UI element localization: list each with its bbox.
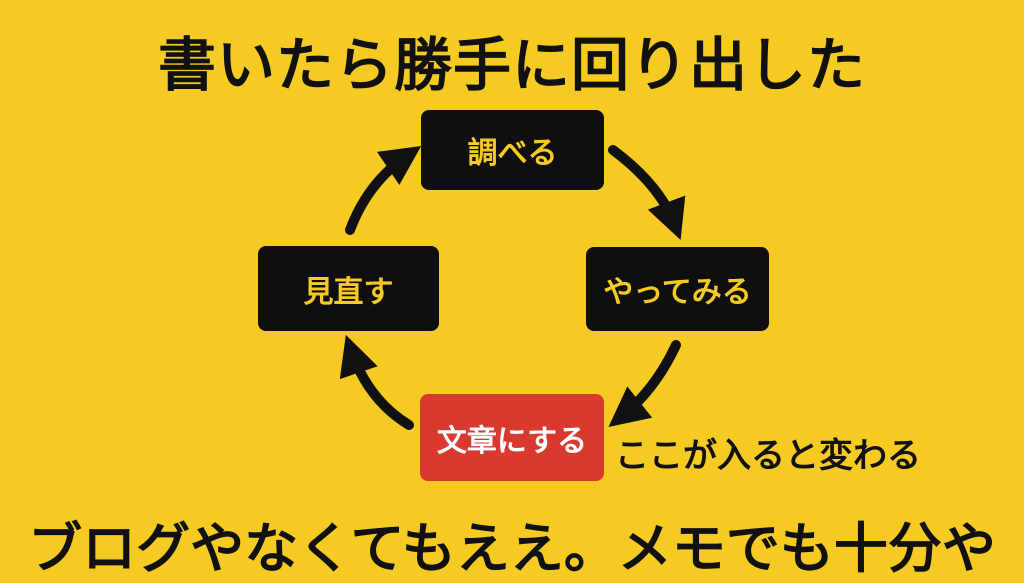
page-title: 書いたら勝手に回り出した: [157, 31, 866, 99]
arrow-write-to-review: [339, 334, 414, 430]
arrow-research-to-try: [608, 145, 686, 240]
node-review: 見直す: [258, 246, 439, 331]
arrow-try-to-write: [608, 340, 681, 427]
node-write-highlighted: 文章にする: [420, 394, 604, 481]
node-research: 調べる: [421, 110, 604, 190]
arrow-review-to-research: [345, 146, 422, 235]
footer-text: ブログやなくてもええ。メモでも十分や: [28, 517, 996, 580]
annotation-text: ここが入ると変わる: [615, 436, 921, 476]
node-try: やってみる: [586, 247, 769, 331]
